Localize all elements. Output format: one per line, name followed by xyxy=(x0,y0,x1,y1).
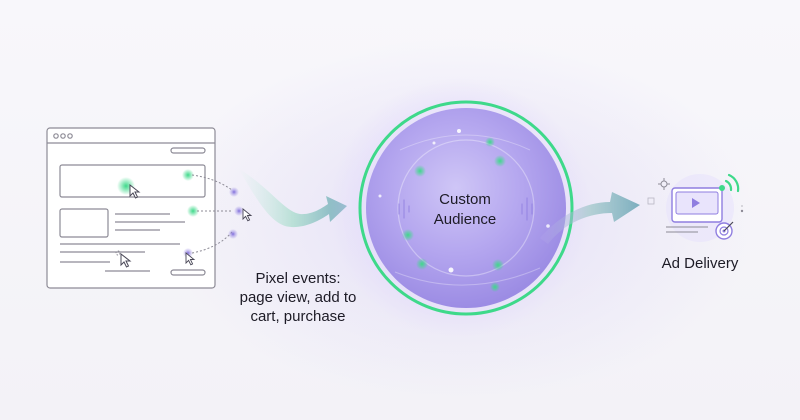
audience-sphere-icon xyxy=(330,78,590,338)
pixel-events-label-line: Pixel events: xyxy=(255,270,341,287)
target-icon xyxy=(715,221,734,240)
pixel-events-label-line: page view, add to xyxy=(239,289,357,306)
ad-delivery-label: Ad Delivery xyxy=(661,255,739,272)
pixel-events-label-line: cart, purchase xyxy=(250,308,346,325)
custom-audience-label-line: Custom xyxy=(439,191,491,208)
signal-icon xyxy=(719,173,740,193)
mouse-cursor-icon xyxy=(120,252,132,268)
play-icon xyxy=(692,198,700,208)
custom-audience-label-line: Audience xyxy=(433,211,497,228)
crosshair-icon xyxy=(658,178,670,190)
flow-arrow-to-audience xyxy=(238,168,347,228)
page-banner-block xyxy=(59,164,206,198)
custom-audience-label: Custom Audience xyxy=(400,190,530,230)
flow-arrow-to-ad-delivery xyxy=(540,192,640,244)
click-ring xyxy=(115,250,121,256)
ad-delivery-icon xyxy=(647,173,744,242)
pixel-event-signals xyxy=(182,169,253,266)
audience-member-nodes xyxy=(378,129,550,292)
mouse-cursor-icon xyxy=(129,183,141,199)
pixel-events-label: Pixel events: page view, add to cart, pu… xyxy=(228,269,368,326)
browser-window-icon xyxy=(46,127,216,289)
sparkle-icon xyxy=(740,205,744,213)
page-image-block xyxy=(59,208,109,238)
